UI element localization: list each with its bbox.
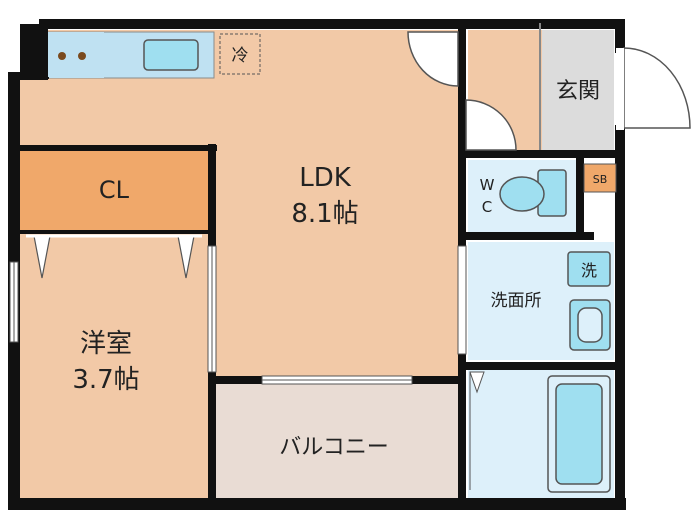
washroom-door [457, 245, 467, 355]
toilet-name-c: C [482, 198, 492, 216]
closet-floor [20, 150, 212, 230]
ldk-door-swing [407, 31, 459, 87]
fridge-label: 冷 [232, 46, 249, 66]
bathtub-basin [555, 383, 603, 485]
toilet-name-w: W [480, 176, 495, 194]
washer-pan [567, 251, 611, 287]
stove [48, 32, 104, 78]
western-room-floor [20, 230, 212, 498]
wash-basin-bowl [577, 307, 603, 343]
shoe-box [583, 163, 617, 193]
western-room-size: 3.7帖 [72, 365, 139, 395]
ldk-size: 8.1帖 [291, 199, 358, 229]
shoe-box-label: SB [593, 173, 608, 186]
hall-door-swing [465, 99, 517, 151]
bathroom-door [469, 371, 485, 394]
stove-burner-right [78, 52, 86, 60]
stove-burner-left [58, 52, 66, 60]
fridge-space [219, 33, 261, 75]
balcony-name: バルコニー [279, 435, 389, 460]
entrance-name: 玄関 [556, 79, 600, 104]
toilet-bowl [499, 176, 545, 212]
closet-name: CL [99, 176, 130, 204]
ldk-name: LDK [299, 163, 352, 193]
entrance-floor [542, 30, 614, 150]
balcony-floor [212, 382, 460, 498]
kitchen-sink [143, 39, 199, 71]
washer-label: 洗 [581, 261, 597, 280]
washroom-name: 洗面所 [491, 291, 542, 311]
western-room-name: 洋室 [80, 329, 132, 359]
front-door-swing [623, 47, 691, 129]
